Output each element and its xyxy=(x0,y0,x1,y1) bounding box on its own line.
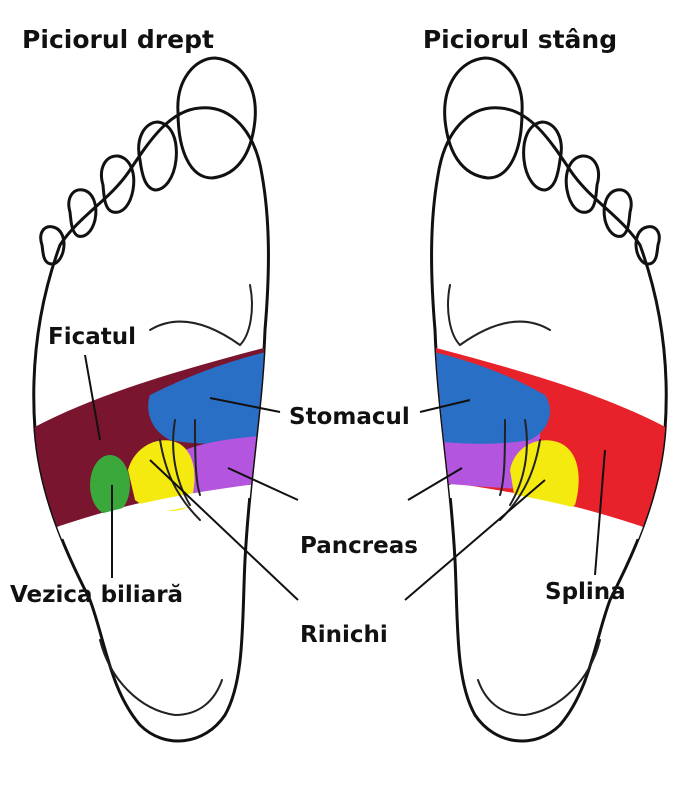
label-kidneys: Rinichi xyxy=(300,622,388,648)
title-left-foot: Piciorul stâng xyxy=(423,25,617,54)
label-gallbladder: Vezica biliară xyxy=(10,582,183,608)
label-pancreas: Pancreas xyxy=(300,533,418,559)
left-foot-zones xyxy=(431,345,667,555)
right-foot-zones xyxy=(33,345,269,555)
stomach-zone-right xyxy=(148,350,269,444)
title-right-foot: Piciorul drept xyxy=(22,25,214,54)
left-foot xyxy=(430,56,668,743)
right-toe-4 xyxy=(67,188,98,238)
left-toe-3 xyxy=(564,154,600,214)
leader-lines xyxy=(84,354,606,601)
gallbladder-zone-right xyxy=(90,455,130,515)
right-big-toe xyxy=(176,56,257,180)
label-liver: Ficatul xyxy=(48,324,136,350)
label-spleen: Splina xyxy=(545,579,626,605)
left-toe-2 xyxy=(522,120,563,192)
right-toe-3 xyxy=(100,154,136,214)
left-toe-5 xyxy=(634,225,661,266)
right-toe-2 xyxy=(137,120,178,192)
label-stomach: Stomacul xyxy=(289,404,410,430)
left-big-toe xyxy=(443,56,524,180)
left-toe-4 xyxy=(602,188,633,238)
right-foot xyxy=(32,56,270,743)
stomach-zone-left xyxy=(431,350,550,444)
right-toe-5 xyxy=(39,225,66,266)
kidney-zone-left xyxy=(510,440,579,512)
